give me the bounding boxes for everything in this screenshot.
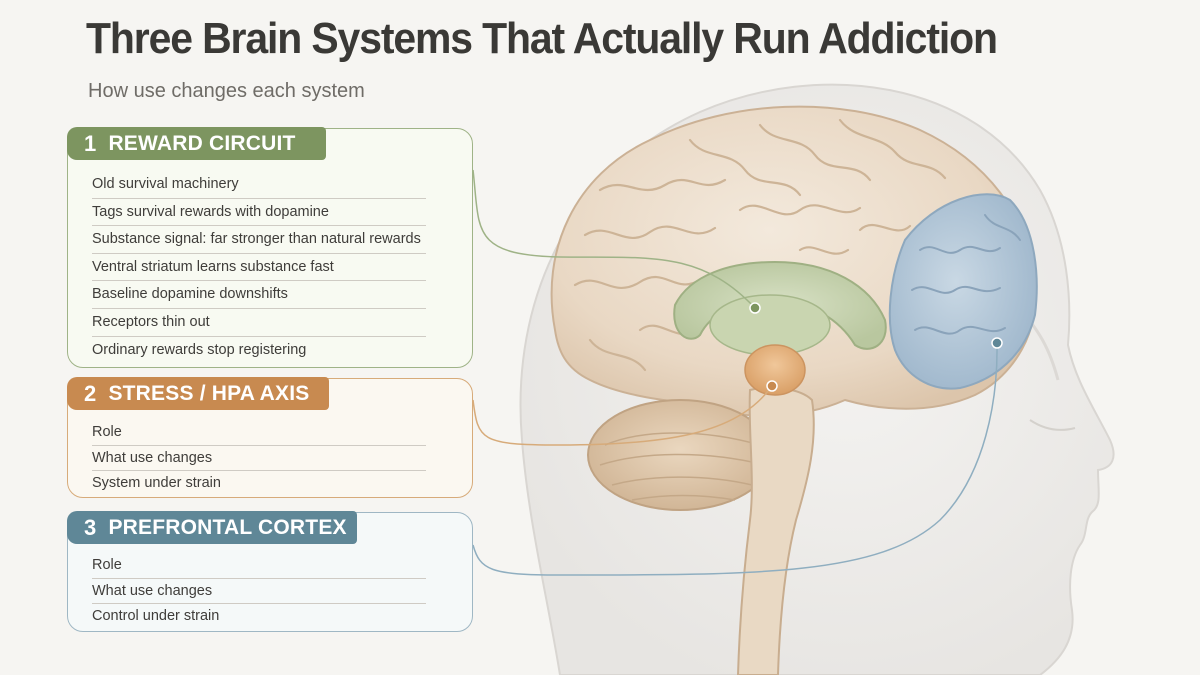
connector-stress bbox=[472, 380, 778, 446]
panel-item-list: Role What use changes Control under stra… bbox=[92, 553, 426, 630]
panel-header-prefrontal-cortex: 3 PREFRONTAL CORTEX bbox=[67, 511, 357, 544]
list-item: Role bbox=[92, 553, 426, 579]
panel-label: STRESS / HPA AXIS bbox=[108, 381, 310, 405]
brainstem bbox=[736, 386, 815, 675]
panel-header-stress-hpa-axis: 2 STRESS / HPA AXIS bbox=[67, 377, 329, 410]
list-item: Control under strain bbox=[92, 608, 220, 624]
list-item: Ordinary rewards stop registering bbox=[92, 341, 307, 358]
connector-prefrontal bbox=[472, 337, 1003, 576]
panel-number: 2 bbox=[84, 380, 97, 406]
list-item: Substance signal: far stronger than natu… bbox=[92, 226, 426, 254]
panel-label: PREFRONTAL CORTEX bbox=[108, 515, 347, 539]
panel-number: 3 bbox=[84, 514, 97, 540]
list-item: System under strain bbox=[92, 475, 221, 491]
hpa-axis-region bbox=[744, 344, 806, 396]
list-item: Receptors thin out bbox=[92, 309, 426, 337]
list-item: Role bbox=[92, 420, 426, 446]
panel-reward-circuit: 1 REWARD CIRCUIT Old survival machinery … bbox=[67, 127, 473, 368]
list-item: What use changes bbox=[92, 446, 426, 471]
page-title: Three Brain Systems That Actually Run Ad… bbox=[86, 14, 998, 63]
panel-item-list: Old survival machinery Tags survival rew… bbox=[92, 171, 426, 364]
list-item: Tags survival rewards with dopamine bbox=[92, 199, 426, 227]
panel-prefrontal-cortex: 3 PREFRONTAL CORTEX Role What use change… bbox=[67, 511, 473, 632]
page-subtitle: How use changes each system bbox=[88, 80, 365, 102]
cerebellum bbox=[587, 399, 773, 511]
list-item: Old survival machinery bbox=[92, 171, 426, 199]
list-item: Baseline dopamine downshifts bbox=[92, 281, 426, 309]
panel-header-reward-circuit: 1 REWARD CIRCUIT bbox=[67, 127, 326, 160]
list-item: Ventral striatum learns substance fast bbox=[92, 254, 426, 282]
panel-stress-hpa-axis: 2 STRESS / HPA AXIS Role What use change… bbox=[67, 377, 473, 498]
panel-label: REWARD CIRCUIT bbox=[108, 131, 296, 155]
panel-number: 1 bbox=[84, 130, 97, 156]
list-item: What use changes bbox=[92, 579, 426, 604]
connector-reward bbox=[472, 169, 761, 314]
panel-item-list: Role What use changes System under strai… bbox=[92, 420, 426, 497]
